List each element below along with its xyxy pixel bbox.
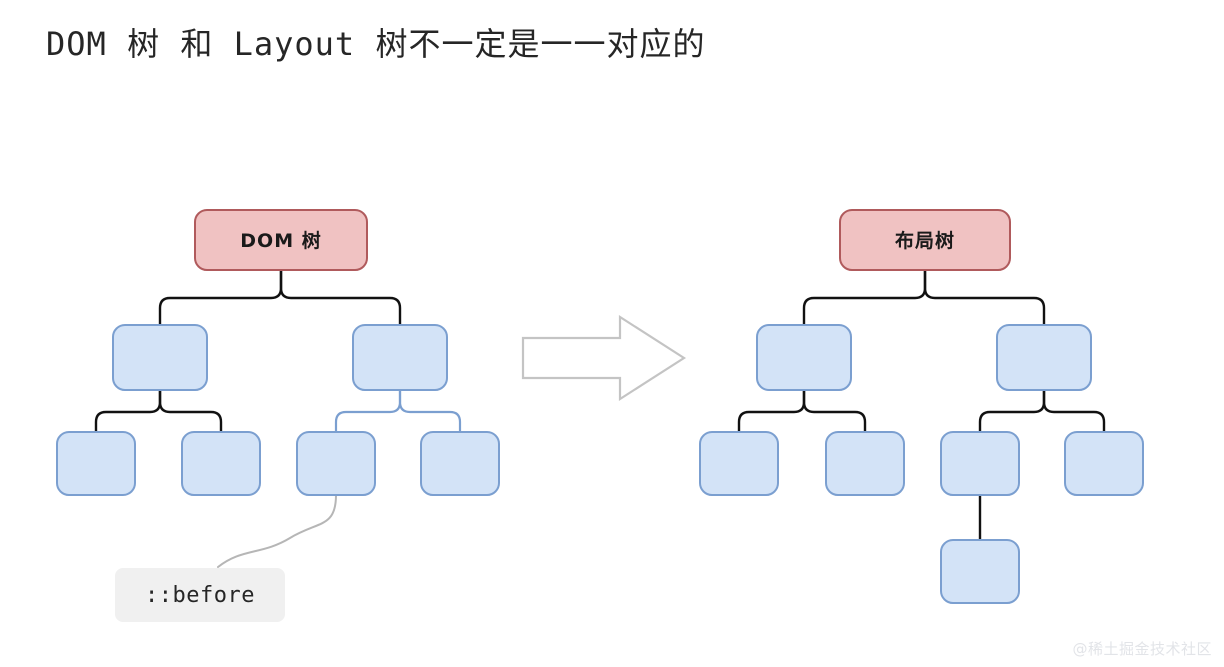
edge-layout-l1-to-a [737,388,806,434]
dom-tree-group: DOM 树 [56,209,500,568]
edge-dom-leaf-to-before-callout [217,494,337,568]
page-title: DOM 树 和 Layout 树不一定是一一对应的 [46,25,706,63]
layout-node-leaf-3[interactable] [940,431,1020,496]
dom-node-leaf-3[interactable] [296,431,376,496]
edge-layout-root-to-right [923,268,1046,327]
transform-arrow-group [521,314,687,402]
dom-node-level2-left[interactable] [112,324,208,391]
edge-dom-l1-to-b [158,388,223,434]
dom-tree-root-node[interactable]: DOM 树 [194,209,368,271]
layout-node-level2-left[interactable] [756,324,852,391]
edge-layout-l1-to-b [802,388,867,434]
layout-node-leaf-1[interactable] [699,431,779,496]
edge-dom-r1-to-a [334,388,402,434]
dom-node-leaf-1[interactable] [56,431,136,496]
layout-tree-root-rect [839,209,1011,271]
edge-layout-root-to-left [802,268,927,327]
dom-node-leaf-2[interactable] [181,431,261,496]
edge-dom-r1-to-b [398,388,462,434]
dom-node-level2-right[interactable] [352,324,448,391]
before-annotation-chip[interactable]: ::before [115,568,285,622]
layout-tree-root-node[interactable]: 布局树 [839,209,1011,271]
edge-dom-root-to-left [158,268,283,327]
dom-tree-root-label: DOM 树 [240,229,321,252]
edge-layout-r1-to-b [1042,388,1106,434]
right-arrow-icon [521,314,687,402]
layout-node-level4-pseudo[interactable] [940,539,1020,604]
dom-tree-root-rect [194,209,368,271]
before-annotation-label: ::before [145,582,255,608]
dom-node-leaf-4[interactable] [420,431,500,496]
layout-tree-root-label: 布局树 [895,229,955,252]
edge-dom-l1-to-a [94,388,162,434]
edge-layout-r1-to-a [978,388,1046,434]
watermark: @稀土掘金技术社区 [1072,640,1212,658]
layout-tree-group: 布局树 [699,209,1144,604]
layout-node-leaf-2[interactable] [825,431,905,496]
layout-node-leaf-4[interactable] [1064,431,1144,496]
layout-node-level2-right[interactable] [996,324,1092,391]
edge-dom-root-to-right [279,268,402,327]
